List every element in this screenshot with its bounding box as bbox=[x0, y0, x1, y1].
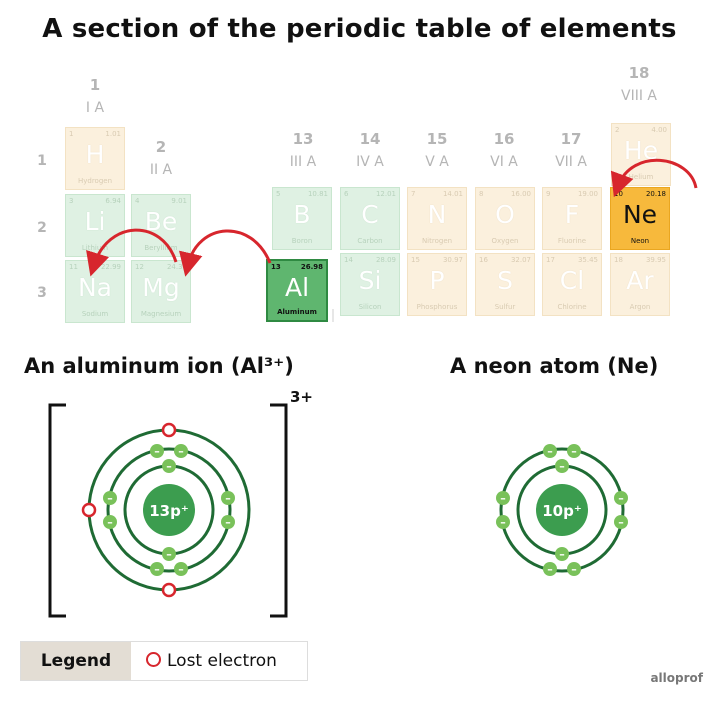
electron bbox=[221, 491, 235, 505]
arrow-al-to-mg bbox=[179, 229, 272, 277]
bohr-models: 3+ 13p⁺ –––––––––– 10p⁺ –––––––––– bbox=[48, 388, 628, 618]
atom-nucleus bbox=[536, 484, 588, 536]
period-label-2: 2 bbox=[37, 220, 47, 236]
electron-sign: – bbox=[107, 516, 113, 529]
electron-sign: – bbox=[547, 563, 553, 576]
electron bbox=[103, 491, 117, 505]
atom-title: A neon atom (Ne) bbox=[450, 354, 659, 378]
arrow-to-neon bbox=[610, 158, 698, 198]
lost-electron bbox=[161, 422, 177, 438]
ion-nucleus bbox=[143, 484, 195, 536]
electron-sign: – bbox=[547, 445, 553, 458]
period-label-1: 1 bbox=[37, 153, 47, 169]
electron bbox=[221, 515, 235, 529]
lost-electron bbox=[81, 502, 97, 518]
right-bracket bbox=[270, 403, 288, 618]
electron-sign: – bbox=[559, 460, 565, 473]
legend-item-label: Lost electron bbox=[167, 651, 277, 671]
electron bbox=[150, 562, 164, 576]
electron-sign: – bbox=[618, 516, 624, 529]
electron bbox=[543, 444, 557, 458]
electron bbox=[162, 547, 176, 561]
electron-sign: – bbox=[225, 516, 231, 529]
electron bbox=[555, 459, 569, 473]
electron-sign: – bbox=[225, 492, 231, 505]
atom-orbit-2 bbox=[499, 447, 625, 573]
ion-nucleus-label: 13p⁺ bbox=[149, 502, 189, 520]
electron bbox=[614, 515, 628, 529]
electron bbox=[567, 444, 581, 458]
ion-electrons: –––––––––– bbox=[81, 422, 235, 598]
electron-sign: – bbox=[559, 548, 565, 561]
electron bbox=[614, 491, 628, 505]
electron-sign: – bbox=[166, 548, 172, 561]
electron bbox=[150, 444, 164, 458]
brand-logo: alloprof bbox=[650, 671, 703, 685]
electron-sign: – bbox=[154, 563, 160, 576]
electron bbox=[174, 562, 188, 576]
electron-sign: – bbox=[571, 563, 577, 576]
electron bbox=[555, 547, 569, 561]
electron bbox=[496, 491, 510, 505]
electron bbox=[103, 515, 117, 529]
electron bbox=[543, 562, 557, 576]
ion-orbit-2 bbox=[106, 447, 232, 573]
electron-sign: – bbox=[500, 492, 506, 505]
electron-sign: – bbox=[500, 516, 506, 529]
atom-nucleus-label: 10p⁺ bbox=[542, 502, 582, 520]
ion-title: An aluminum ion (Al³⁺) bbox=[24, 354, 294, 378]
electron bbox=[162, 459, 176, 473]
electron bbox=[174, 444, 188, 458]
ion-charge: 3+ bbox=[290, 388, 313, 406]
lost-electron-icon bbox=[146, 652, 161, 667]
legend: Legend Lost electron bbox=[20, 641, 308, 681]
arrow-mg-to-na bbox=[86, 228, 178, 277]
electron-sign: – bbox=[154, 445, 160, 458]
lost-electron bbox=[161, 582, 177, 598]
page-title: A section of the periodic table of eleme… bbox=[42, 14, 677, 44]
period-label-3: 3 bbox=[37, 285, 47, 301]
electron-sign: – bbox=[571, 445, 577, 458]
electron-sign: – bbox=[618, 492, 624, 505]
atom-electrons: –––––––––– bbox=[496, 444, 628, 576]
electron-sign: – bbox=[107, 492, 113, 505]
electron bbox=[496, 515, 510, 529]
electron-sign: – bbox=[178, 445, 184, 458]
left-bracket bbox=[48, 403, 66, 618]
legend-heading: Legend bbox=[21, 642, 131, 680]
electron-sign: – bbox=[178, 563, 184, 576]
electron-sign: – bbox=[166, 460, 172, 473]
electron bbox=[567, 562, 581, 576]
